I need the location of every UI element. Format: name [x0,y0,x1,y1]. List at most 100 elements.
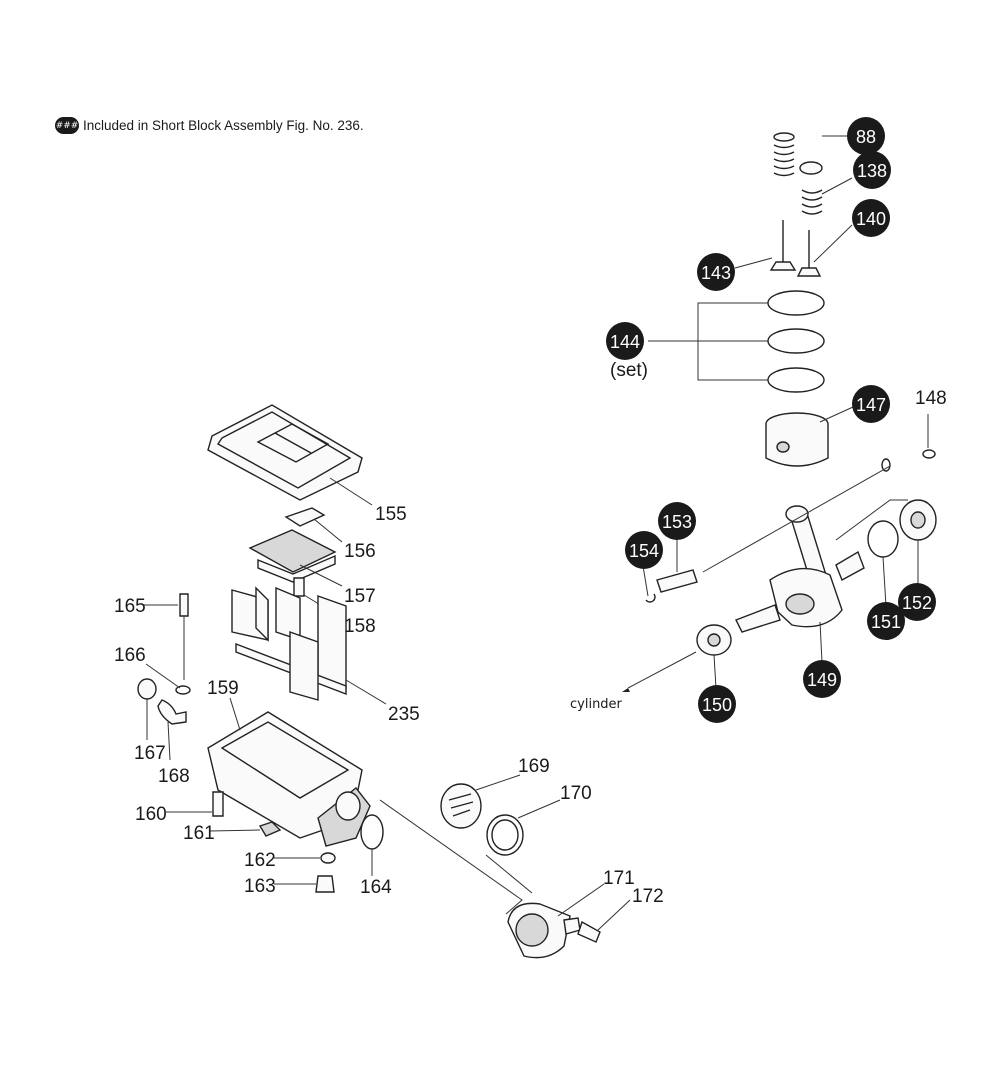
leader-cylinder [627,651,697,689]
leader-155 [329,477,373,506]
fin-baffle-icon [231,586,347,701]
leader-157 [299,564,343,587]
label-163: 163 [244,876,276,897]
leader-168 [167,721,171,761]
piston-icon [765,412,829,467]
label-171: 171 [603,868,635,889]
oil-tank-body-icon [207,711,371,847]
callout-140: 140 [852,199,890,237]
leader-147 [819,406,854,423]
legend-note: ### Included in Short Block Assembly Fig… [55,117,364,134]
svg-text:149: 149 [807,670,837,690]
filler-cap-icon [440,783,482,829]
svg-text:154: 154 [629,541,659,561]
callout-152: 152 [898,583,936,621]
label-162: 162 [244,850,276,871]
hex-bolt-icon [212,791,224,817]
callout-153: 153 [658,502,696,540]
washer-icon [320,852,336,864]
label-159: 159 [207,678,239,699]
leader-138 [821,177,853,195]
leader-150 [713,654,717,689]
legend-badge: ### [55,117,79,134]
cylinder-arrow-icon [622,688,630,692]
svg-text:144: 144 [610,332,640,352]
baffle-plate-icon [284,507,326,527]
label-170: 170 [560,783,592,804]
label-cylinder: cylinder [570,697,623,712]
ring-set-bracket [648,302,768,381]
callout-144: 144 [606,322,644,360]
leader-143 [734,257,773,269]
label-157: 157 [344,586,376,607]
callout-88: 88 [847,117,885,155]
filler-neck-icon [507,902,581,959]
leader-170 [517,799,561,819]
intake-valve-icon [769,220,797,271]
svg-text:88: 88 [856,127,876,147]
svg-text:147: 147 [856,395,886,415]
label-161: 161 [183,823,215,844]
cap-gasket-icon [486,814,524,856]
label-164: 164 [360,877,392,898]
label-166: 166 [114,645,146,666]
piston-ring-top-icon [767,290,825,316]
callout-138: 138 [853,151,891,189]
leader-149 [819,621,823,663]
leader-neck-route [379,799,523,915]
leader-235 [345,679,387,705]
elbow-fitting-icon [157,699,187,725]
valve-retainer-icon [799,161,823,175]
label-165: 165 [114,596,146,617]
leader-166 [145,663,181,689]
callout-154: 154 [625,531,663,569]
leader-crank-bearing [835,499,908,541]
leader-151 [882,556,887,607]
cover-bolt-icon [293,577,305,597]
label-172: 172 [632,886,664,907]
callout-149: 149 [803,660,841,698]
callout-143: 143 [697,253,735,291]
label-158: 158 [344,616,376,637]
leader-172 [597,899,631,931]
nipple-fitting-icon [179,593,189,617]
hose-clip-icon [175,685,191,695]
bearing-left-icon [696,624,732,656]
leader-140 [813,224,853,263]
clip-marker-icon [881,458,891,472]
leader-159 [229,697,241,731]
piston-ring-middle-icon [767,328,825,354]
crankshaft-icon [735,505,865,633]
exhaust-valve-icon [796,230,822,277]
legend-text: Included in Short Block Assembly Fig. No… [83,118,364,133]
label-144-set: (set) [610,360,648,381]
drain-plug-icon [315,875,335,893]
square-nut-icon [258,821,282,837]
vent-cap-icon [137,678,157,700]
piston-pin-clip-icon [922,449,936,459]
valve-spring-icon [801,189,823,215]
leader-169 [475,774,521,791]
svg-text:143: 143 [701,263,731,283]
svg-text:140: 140 [856,209,886,229]
seal-ring-icon [867,520,899,558]
callout-147: 147 [852,385,890,423]
leader-156 [313,518,343,543]
leader-pin-axis [702,465,891,573]
label-156: 156 [344,541,376,562]
piston-pin-icon [656,569,698,593]
svg-text:153: 153 [662,512,692,532]
leader-gasket-route [485,854,533,894]
neck-screw-icon [577,920,601,943]
leader-154 [642,565,649,597]
svg-text:138: 138 [857,161,887,181]
piston-ring-oil-icon [767,367,825,393]
label-160: 160 [135,804,167,825]
valve-spring-upper-icon [773,132,795,177]
label-235: 235 [388,704,420,725]
reed-block-icon [248,529,337,583]
label-168: 168 [158,766,190,787]
bearing-right-icon [899,499,937,541]
o-ring-icon [360,814,384,850]
label-169: 169 [518,756,550,777]
